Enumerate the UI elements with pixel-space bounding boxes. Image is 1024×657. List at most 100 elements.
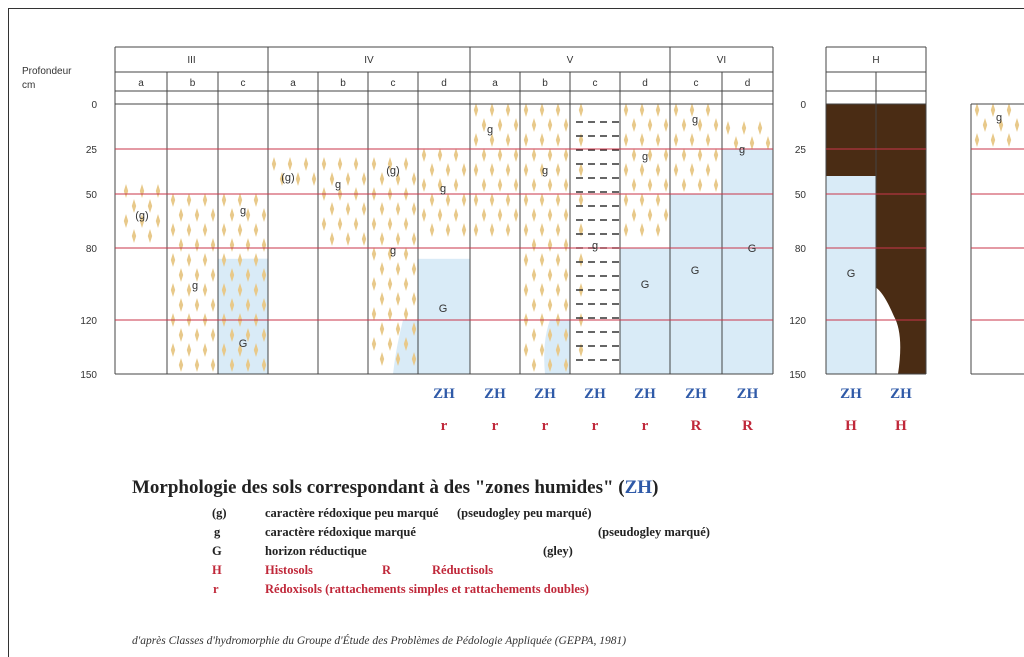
mottle-fleck	[453, 148, 459, 162]
zh-label: ZH	[685, 386, 707, 402]
mottle-fleck	[403, 307, 409, 321]
column-header: d	[642, 78, 648, 89]
class-label: R	[691, 418, 702, 434]
mottle-fleck	[623, 223, 629, 237]
mottle-fleck	[513, 118, 519, 132]
zh-label: ZH	[890, 386, 912, 402]
mottle-fleck	[345, 172, 351, 186]
mottle-fleck	[505, 133, 511, 147]
mottle-fleck	[513, 178, 519, 192]
gley-horizon	[418, 258, 470, 374]
mottle-fleck	[411, 292, 417, 306]
mottle-fleck	[523, 343, 529, 357]
group-header: IV	[364, 55, 374, 66]
mottle-fleck	[461, 163, 467, 177]
depth-tick: 0	[800, 100, 806, 111]
mottle-fleck	[749, 136, 755, 150]
mottle-fleck	[663, 118, 669, 132]
class-label: r	[492, 418, 499, 434]
mottle-fleck	[1006, 103, 1012, 117]
mottle-fleck	[481, 178, 487, 192]
mottle-fleck	[990, 133, 996, 147]
mottle-fleck	[539, 103, 545, 117]
mottle-fleck	[345, 232, 351, 246]
horizon-label: g	[240, 205, 246, 217]
horizon-label: g	[692, 114, 698, 126]
horizon-label: g	[996, 112, 1002, 124]
mottle-fleck	[578, 163, 584, 177]
column-header: a	[290, 78, 296, 89]
mottle-fleck	[395, 232, 401, 246]
zh-label: ZH	[840, 386, 862, 402]
mottle-fleck	[497, 208, 503, 222]
mottle-fleck	[523, 283, 529, 297]
depth-tick: 50	[86, 190, 98, 201]
mottle-fleck	[186, 283, 192, 297]
depth-tick: 120	[789, 316, 806, 327]
horizon-label: g	[592, 240, 598, 252]
mottle-fleck	[547, 178, 553, 192]
mottle-fleck	[655, 223, 661, 237]
mottle-fleck	[186, 253, 192, 267]
mottle-fleck	[555, 163, 561, 177]
horizon-label: G	[691, 265, 700, 277]
mottle-fleck	[147, 229, 153, 243]
gley-horizon	[826, 176, 876, 374]
mottle-fleck	[178, 268, 184, 282]
depth-tick: 120	[80, 316, 97, 327]
mottle-fleck	[186, 223, 192, 237]
mottle-fleck	[329, 202, 335, 216]
mottle-fleck	[697, 178, 703, 192]
mottle-fleck	[202, 193, 208, 207]
mottle-fleck	[379, 232, 385, 246]
mottle-fleck	[489, 163, 495, 177]
horizon-label: g	[390, 245, 396, 257]
mottle-fleck	[170, 253, 176, 267]
mottle-fleck	[623, 103, 629, 117]
mottle-fleck	[513, 148, 519, 162]
mottle-fleck	[631, 178, 637, 192]
mottle-fleck	[421, 208, 427, 222]
mottle-fleck	[395, 262, 401, 276]
mottle-fleck	[194, 208, 200, 222]
mottle-fleck	[539, 223, 545, 237]
mottle-fleck	[982, 118, 988, 132]
mottle-fleck	[697, 118, 703, 132]
mottle-fleck	[639, 103, 645, 117]
mottle-fleck	[371, 337, 377, 351]
mottle-fleck	[329, 172, 335, 186]
mottle-fleck	[437, 148, 443, 162]
mottle-fleck	[673, 103, 679, 117]
peat-horizon	[876, 104, 926, 374]
mottle-fleck	[481, 208, 487, 222]
mottle-fleck	[210, 268, 216, 282]
mottle-fleck	[379, 292, 385, 306]
mottle-fleck	[547, 238, 553, 252]
depth-tick: 150	[789, 370, 806, 381]
depth-tick: 0	[91, 100, 97, 111]
mottle-fleck	[639, 163, 645, 177]
mottle-fleck	[229, 208, 235, 222]
mottle-fleck	[421, 178, 427, 192]
mottle-fleck	[578, 193, 584, 207]
mottle-fleck	[497, 178, 503, 192]
horizon-label: G	[239, 338, 248, 350]
class-label: H	[895, 418, 907, 434]
mottle-fleck	[271, 157, 277, 171]
mottle-fleck	[194, 358, 200, 372]
horizon-label: g	[739, 144, 745, 156]
mottle-fleck	[673, 163, 679, 177]
mottle-fleck	[655, 133, 661, 147]
column-header: b	[542, 78, 548, 89]
mottle-fleck	[186, 193, 192, 207]
group-header: VI	[717, 55, 726, 66]
horizon-label: g	[192, 280, 198, 292]
mottle-fleck	[555, 133, 561, 147]
mottle-fleck	[639, 223, 645, 237]
mottle-fleck	[563, 208, 569, 222]
mottle-fleck	[411, 202, 417, 216]
mottle-fleck	[473, 163, 479, 177]
mottle-fleck	[623, 193, 629, 207]
mottle-fleck	[123, 214, 129, 228]
